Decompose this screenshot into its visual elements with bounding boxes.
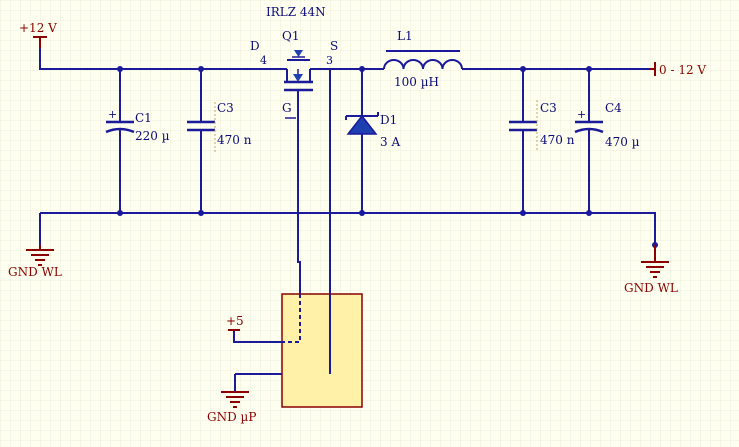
polarity-plus-icon: + (577, 108, 586, 121)
c3-right-value: 470 n (540, 133, 575, 147)
d1-value: 3 A (380, 135, 400, 149)
vout-label: 0 - 12 V (659, 63, 706, 77)
c3-right-ref: C3 (540, 101, 557, 115)
l1-ref: L1 (397, 29, 413, 43)
c4-value: 470 µ (605, 135, 640, 149)
junction-dot (359, 66, 365, 72)
microcontroller-block (281, 293, 363, 408)
junction-dot (359, 210, 365, 216)
mosfet-part-number: IRLZ 44N (266, 5, 326, 19)
junction-dot (520, 210, 526, 216)
gnd-left-label: GND WL (8, 265, 62, 279)
vout-power-port: 0 - 12 V (650, 62, 706, 77)
diode-d1: D1 3 A (345, 112, 400, 149)
mosfet-source-pin: 3 (326, 54, 333, 67)
plus5-label: +5 (226, 314, 244, 328)
gnd-right-label: GND WL (624, 281, 678, 295)
junction-dot (586, 210, 592, 216)
mosfet-source-label: S (330, 39, 338, 53)
junction-dot (117, 210, 123, 216)
d1-ref: D1 (380, 113, 397, 127)
wire-gate (297, 94, 301, 294)
mosfet-drain-label: D (250, 39, 260, 53)
mosfet-drain-pin: 4 (260, 54, 267, 67)
capacitor-c3-left: C3 470 n (187, 101, 252, 152)
gnd-mcu-label: GND µP (207, 410, 256, 424)
inductor-l1: L1 100 µH (383, 29, 463, 89)
capacitor-c3-right: C3 470 n (509, 100, 575, 152)
junction-dot (520, 66, 526, 72)
mosfet-ref: Q1 (282, 29, 299, 43)
vin-label: +12 V (19, 21, 57, 35)
plus5-power-port: +5 (226, 314, 244, 331)
junction-dot (117, 66, 123, 72)
c1-value: 220 µ (135, 129, 170, 143)
wire-gnd-mcu (234, 373, 282, 392)
diode-triangle-icon (346, 114, 378, 135)
inductor-coil-icon (383, 59, 463, 70)
c3-left-value: 470 n (217, 133, 252, 147)
junction-dot (198, 66, 204, 72)
mosfet-q1: IRLZ 44N Q1 D S G 4 3 (250, 5, 338, 119)
mcu-internal-link (282, 294, 301, 343)
capacitor-c4: + C4 470 µ (574, 101, 640, 149)
wire-vin-rail (39, 48, 258, 70)
c3-left-ref: C3 (217, 101, 234, 115)
capacitor-c1: + C1 220 µ (105, 108, 170, 143)
wire-gnd-rail (40, 212, 656, 245)
c1-ref: C1 (135, 111, 152, 125)
junction-dot (198, 210, 204, 216)
gnd-mcu-symbol: GND µP (207, 391, 256, 424)
c4-ref: C4 (605, 101, 622, 115)
body-diode-icon (294, 50, 303, 57)
mosfet-gate-label: G (282, 101, 292, 115)
polarity-plus-icon: + (108, 108, 117, 121)
gnd-right-symbol: GND WL (624, 245, 678, 295)
wire-plus5 (233, 330, 282, 343)
vin-power-port: +12 V (19, 21, 57, 48)
channel-arrow-icon (293, 74, 303, 82)
junction-dot (586, 66, 592, 72)
l1-value: 100 µH (394, 75, 439, 89)
gnd-left-symbol: GND WL (8, 245, 62, 279)
